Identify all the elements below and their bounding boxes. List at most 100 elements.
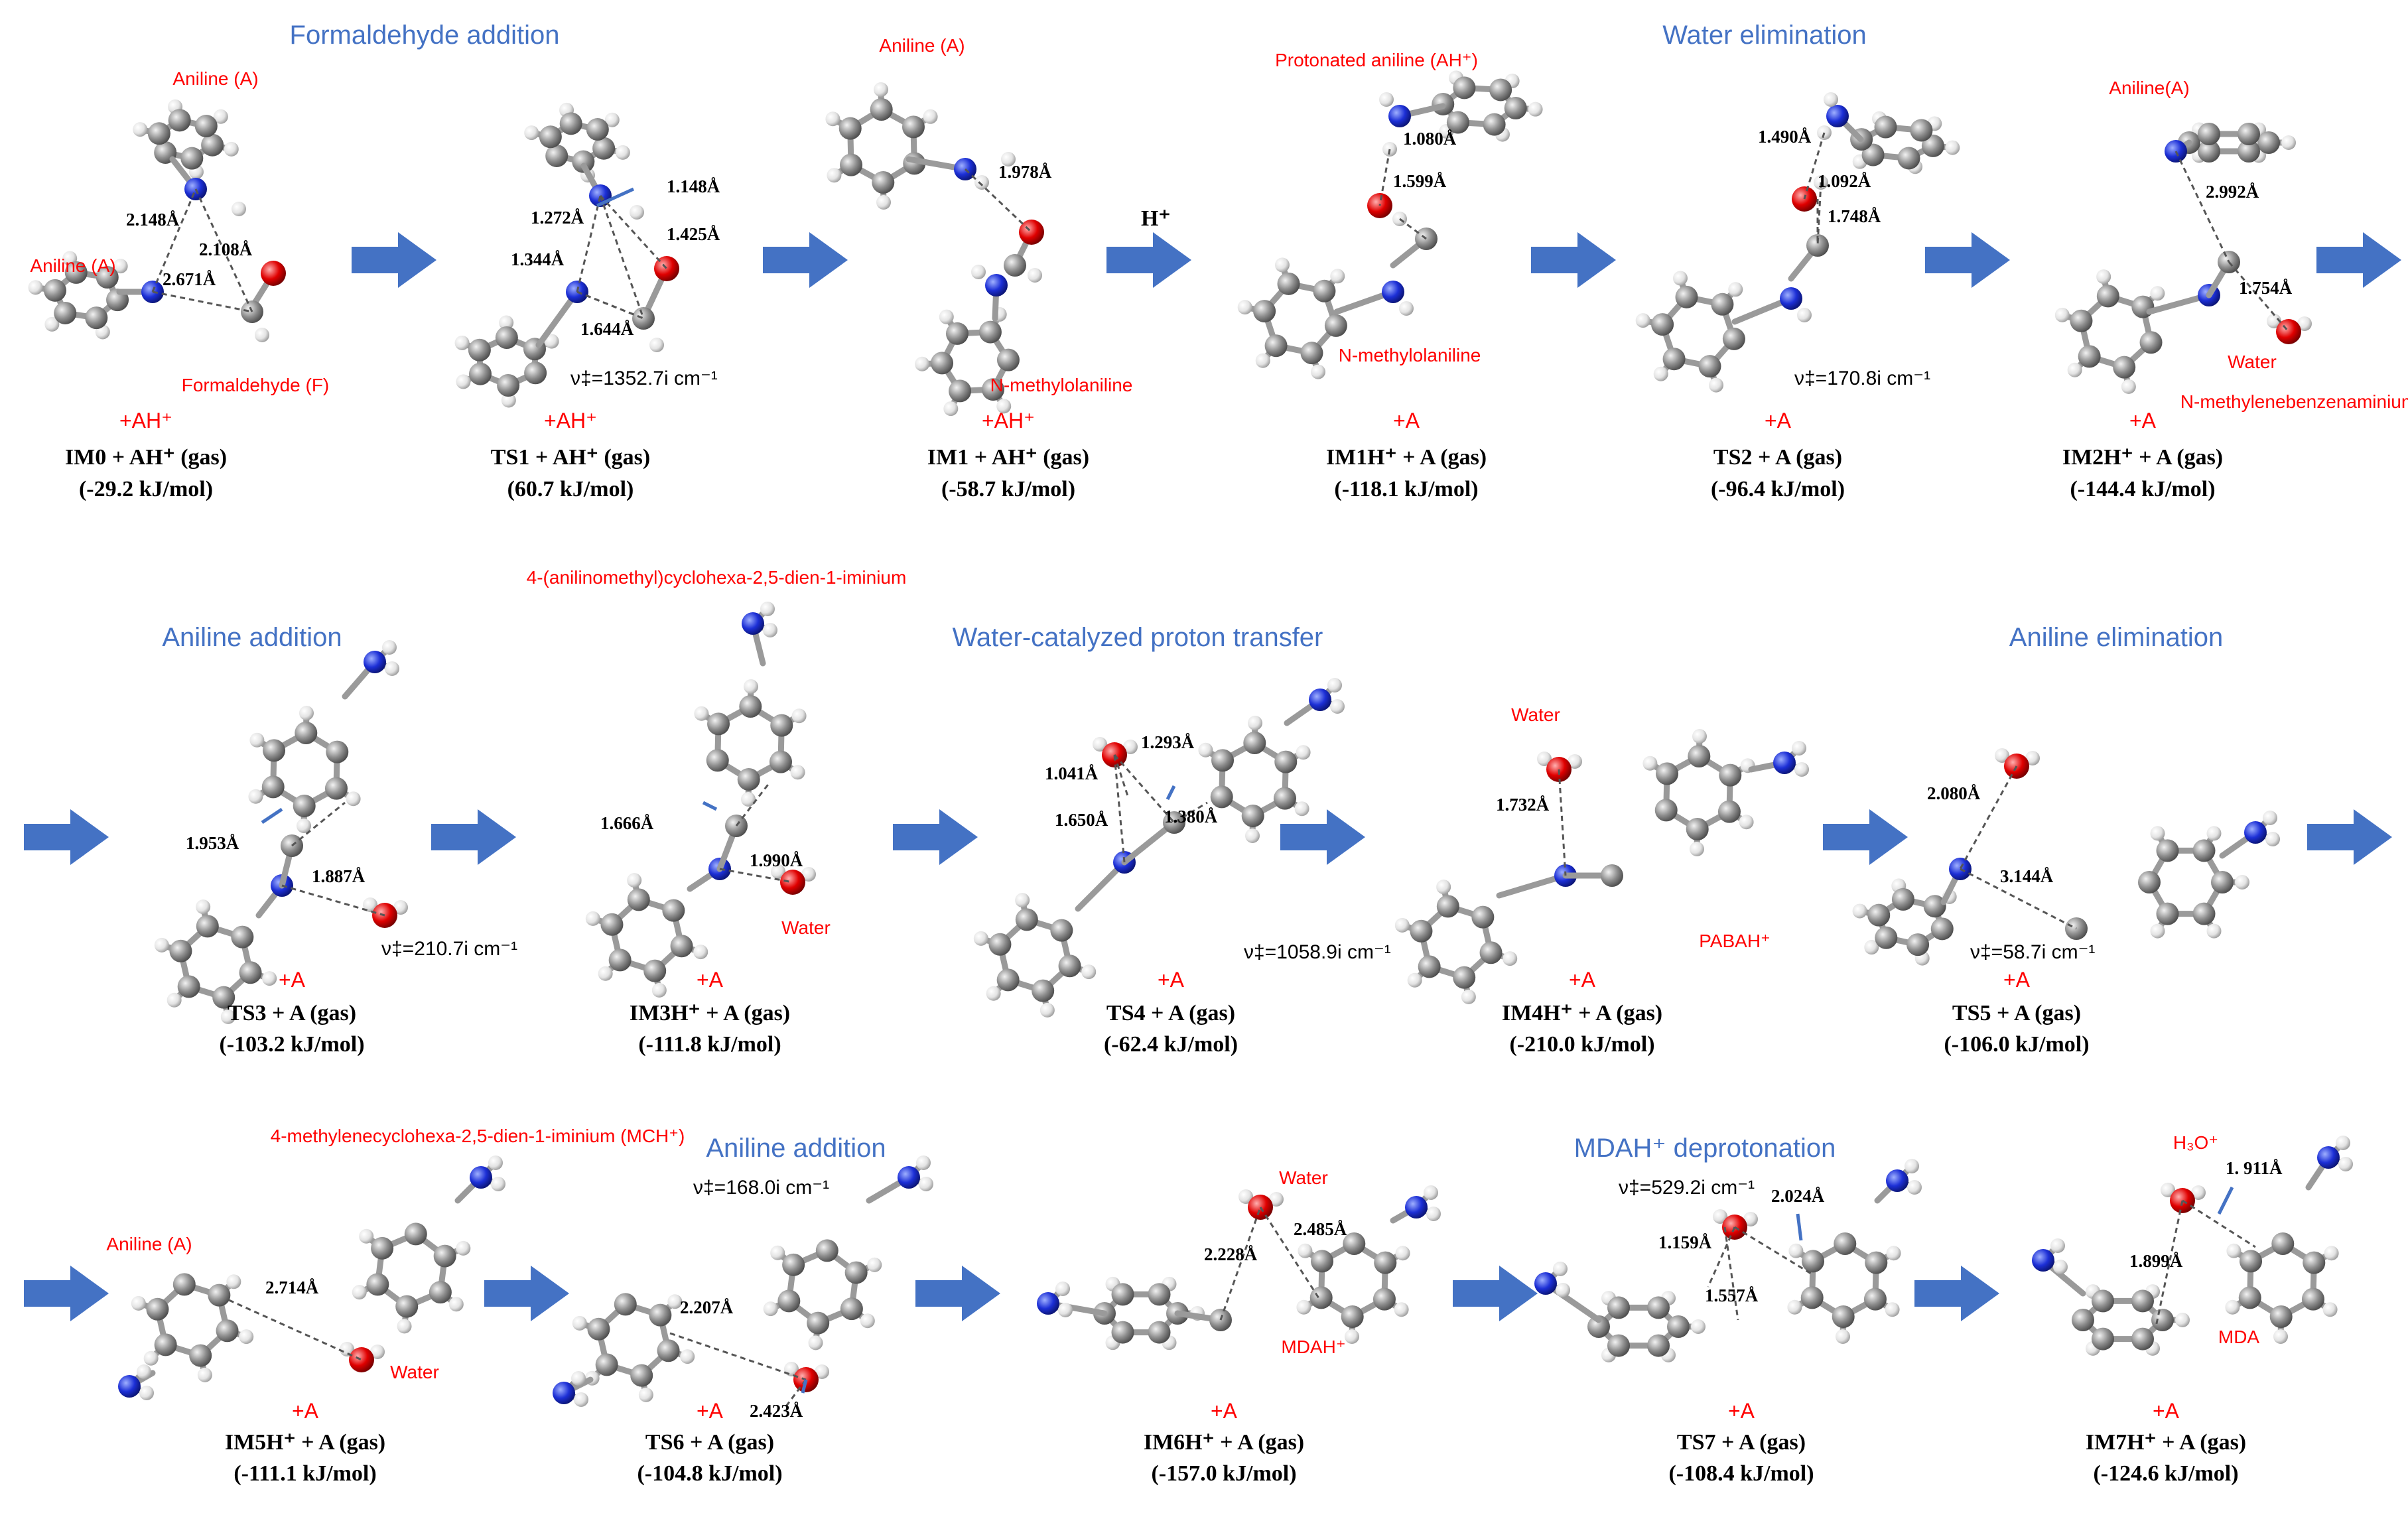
carbon-atom <box>1651 313 1674 336</box>
hydrogen-atom <box>1672 271 1688 286</box>
hydrogen-atom <box>226 1274 241 1289</box>
molecule-structures <box>28 70 2353 1407</box>
nitrogen-atom <box>118 1375 141 1398</box>
carbon-atom <box>1489 78 1512 101</box>
carbon-atom <box>1058 955 1081 978</box>
imaginary-frequency: ν‡=168.0i cm⁻¹ <box>693 1177 829 1199</box>
hydrogen-atom <box>1237 300 1252 315</box>
species-label: MDA <box>2218 1327 2260 1347</box>
distance-label: 1.990Å <box>750 850 803 870</box>
hydrogen-atom <box>873 82 888 98</box>
distance-annotations: 2.148Å2.108Å2.671Å1.148Å1.272Å1.425Å1.34… <box>126 127 2293 1421</box>
hydrogen-atom <box>770 1245 785 1260</box>
step-title-water-elimination: Water elimination <box>1662 21 1867 50</box>
hydrogen-atom <box>667 1294 683 1309</box>
hydrogen-atom <box>220 1009 235 1024</box>
hydrogen-atom <box>923 109 938 124</box>
carbon-atom <box>1309 1286 1333 1309</box>
carbon-atom <box>2301 1287 2324 1311</box>
carbon-atom <box>838 117 862 140</box>
carbon-atom <box>587 1317 610 1341</box>
reagent-plus-label: +A <box>1728 1399 1755 1423</box>
carbon-atom <box>2198 139 2220 163</box>
distance-label: 1.557Å <box>1705 1285 1759 1305</box>
reaction-arrow <box>1453 1266 1538 1321</box>
hydrogen-atom <box>860 1313 875 1329</box>
carbon-atom <box>2271 1232 2295 1256</box>
hydrogen-atom <box>1015 893 1030 908</box>
carbon-atom <box>815 1239 838 1262</box>
state-name: IM5H⁺ + A (gas) <box>225 1430 385 1455</box>
carbon-atom <box>1436 895 1459 918</box>
step-arrows <box>24 232 2401 1321</box>
reaction-arrow <box>1823 809 1908 865</box>
hydrogen-atom <box>1709 377 1724 393</box>
dashed-interaction <box>1378 149 1391 206</box>
carbon-atom <box>737 767 760 791</box>
hydrogen-atom <box>2324 1246 2339 1261</box>
hydrogen-atom <box>397 1319 412 1334</box>
ts6-structure <box>553 1155 933 1407</box>
carbon-atom <box>996 968 1020 992</box>
hydrogen-atom <box>986 986 1001 1001</box>
hydrogen-atom <box>1556 1283 1570 1297</box>
carbon-atom <box>212 986 235 1009</box>
state-name: IM1H⁺ + A (gas) <box>1326 445 1487 470</box>
state-energy: (-62.4 kJ/mol) <box>1104 1032 1238 1057</box>
hydrogen-atom <box>2235 875 2249 889</box>
species-label: 4-(anilinomethyl)cyclohexa-2,5-dien-1-im… <box>527 567 907 588</box>
hydrogen-atom <box>262 971 277 986</box>
carbon-atom <box>172 1273 196 1296</box>
hydrogen-atom <box>346 791 361 807</box>
distance-label: 1.644Å <box>580 319 634 339</box>
carbon-atom <box>1453 76 1476 99</box>
carbon-atom <box>395 1295 419 1318</box>
dashed-interaction <box>1723 1226 1739 1321</box>
step-title-mdah-deprotonation: MDAH⁺ deprotonation <box>1574 1134 1836 1163</box>
carbon-atom <box>1875 926 1898 949</box>
state-energy: (-111.1 kJ/mol) <box>234 1461 376 1486</box>
carbon-atom <box>1483 113 1506 136</box>
imaginary-frequency: ν‡=58.7i cm⁻¹ <box>1970 941 2095 963</box>
carbon-atom <box>1930 917 1954 941</box>
reaction-arrow <box>1280 809 1365 865</box>
reaction-arrow <box>915 1266 1000 1321</box>
distance-label: 1.650Å <box>1055 810 1108 830</box>
hydrogen-atom <box>1852 903 1867 919</box>
hydrogen-atom <box>139 1386 154 1400</box>
hydrogen-atom <box>694 706 709 721</box>
species-label: Protonated aniline (AH⁺) <box>1275 50 1478 70</box>
h-plus-label: H⁺ <box>1141 206 1170 231</box>
carbon-atom <box>1719 763 1742 787</box>
hydrogen-atom <box>1824 92 1838 107</box>
nitrogen-atom <box>985 274 1008 296</box>
distance-label: 1.899Å <box>2129 1251 2183 1271</box>
species-label: N-methylenebenzenaminium <box>2180 391 2408 412</box>
hydrogen-atom <box>1255 353 1270 368</box>
hydrogen-atom <box>370 1345 385 1359</box>
nitrogen-atom <box>1826 105 1849 127</box>
hydrogen-atom <box>1653 366 1668 381</box>
hydrogen-atom <box>1692 729 1707 744</box>
hydrogen-atom <box>456 374 471 389</box>
state-energy: (-124.6 kJ/mol) <box>2093 1461 2238 1486</box>
ts3-structure <box>154 640 408 1024</box>
hydrogen-atom <box>680 1349 695 1364</box>
carbon-atom <box>1861 143 1885 166</box>
state-name: TS3 + A (gas) <box>228 1001 356 1025</box>
hydrogen-atom <box>1055 1282 1070 1296</box>
carbon-atom <box>870 98 893 121</box>
distance-label: 2.714Å <box>265 1278 319 1297</box>
species-label: Water <box>1511 704 1560 725</box>
state-energy: (-29.2 kJ/mol) <box>79 477 213 501</box>
carbon-atom <box>194 115 218 138</box>
hydrogen-atom <box>133 122 148 137</box>
carbon-atom <box>231 925 254 949</box>
step-title-formaldehyde-addition: Formaldehyde addition <box>290 21 560 50</box>
reagent-plus-label: +A <box>279 968 306 992</box>
carbon-atom <box>295 722 318 745</box>
hydrogen-atom <box>943 401 959 417</box>
nitrogen-atom <box>2244 821 2267 844</box>
species-label: PABAH⁺ <box>1699 931 1771 951</box>
carbon-atom <box>1802 1250 1825 1273</box>
